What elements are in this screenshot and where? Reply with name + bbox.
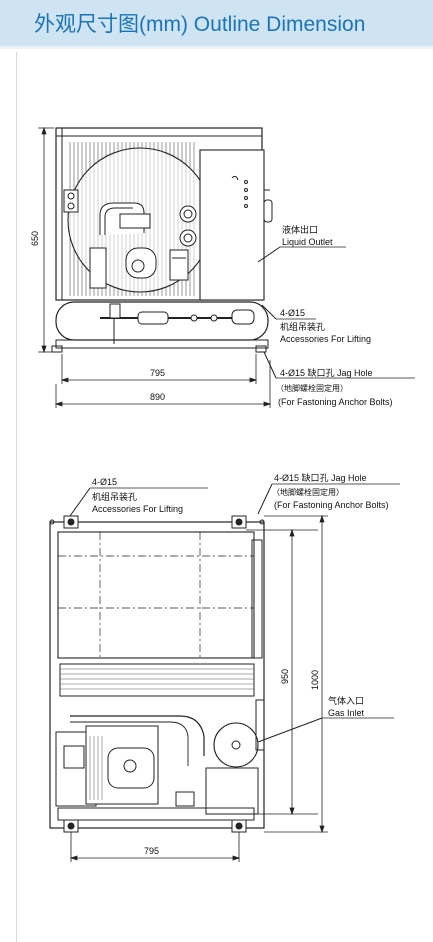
- dim-height-650: 650: [30, 231, 40, 246]
- margin-line: [16, 52, 17, 942]
- top-lifting-count: 4-Ø15: [280, 308, 305, 318]
- dim-width-890: 890: [150, 392, 165, 402]
- top-view-drawing: [38, 126, 415, 408]
- page-title: 外观尺寸图(mm) Outline Dimension: [34, 13, 366, 36]
- bottom-anchor-cn: （地脚螺栓固定用）: [272, 487, 344, 497]
- top-anchor-en: (For Fastoning Anchor Bolts): [278, 397, 393, 407]
- liquid-outlet-en: Liquid Outlet: [282, 237, 333, 247]
- bottom-lifting-en: Accessories For Lifting: [92, 504, 183, 514]
- bottom-view-drawing: [49, 483, 400, 862]
- dim-height-950: 950: [280, 669, 290, 684]
- bottom-lifting-cn: 机组吊装孔: [92, 491, 137, 502]
- gas-inlet-cn: 气体入口: [328, 695, 364, 706]
- page-header: 外观尺寸图(mm) Outline Dimension: [0, 0, 433, 46]
- dim-height-1000: 1000: [310, 670, 320, 690]
- liquid-outlet-cn: 液体出口: [282, 224, 318, 235]
- top-anchor-cn: （地脚螺栓固定用）: [276, 383, 348, 393]
- bottom-lifting-count: 4-Ø15: [92, 477, 117, 487]
- gas-inlet-en: Gas Inlet: [328, 708, 365, 718]
- top-lifting-cn: 机组吊装孔: [280, 321, 325, 332]
- bottom-anchor-en: (For Fastoning Anchor Bolts): [274, 500, 389, 510]
- dim-width-795-top: 795: [150, 368, 165, 378]
- header-divider: [0, 46, 433, 49]
- top-jag-hole: 4-Ø15 缺口孔 Jag Hole: [280, 367, 373, 378]
- dim-width-795-bottom: 795: [144, 846, 159, 856]
- top-lifting-en: Accessories For Lifting: [280, 334, 371, 344]
- bottom-jag-hole: 4-Ø15 缺口孔 Jag Hole: [274, 472, 367, 483]
